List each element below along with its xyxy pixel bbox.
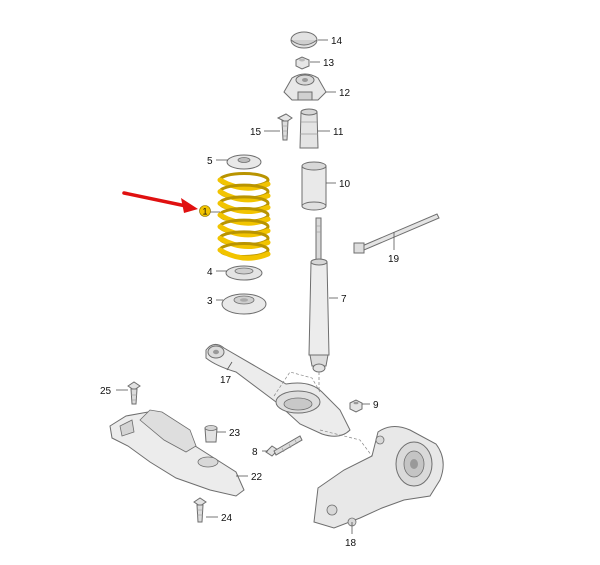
- callout-4: 4: [207, 267, 213, 278]
- part-11-bump-stop: [299, 108, 319, 149]
- callout-1: 1: [202, 207, 207, 217]
- part-24-bolt: [193, 497, 207, 523]
- part-10-dust-boot: [301, 161, 327, 211]
- callout-12: 12: [339, 88, 351, 99]
- spring-coil-front: [217, 235, 271, 249]
- callout-15: 15: [250, 127, 262, 138]
- callout-17: 17: [220, 375, 232, 386]
- spring-coil-front: [217, 212, 271, 226]
- callout-7: 7: [341, 294, 347, 305]
- part-13-nut: [295, 56, 310, 70]
- part-22-trailing-arm: [109, 409, 245, 497]
- spring-coil-front: [217, 224, 271, 238]
- part-15-bolt: [276, 113, 293, 141]
- spring-coil-front: [217, 189, 271, 203]
- part-3-lower-isolator: [221, 293, 267, 315]
- part-7-shock-absorber: [308, 217, 330, 430]
- part-14-cap: [290, 31, 318, 49]
- part-23-sleeve: [204, 425, 218, 443]
- part-12-top-mount: [283, 73, 327, 101]
- part-5-upper-spring-seat: [226, 154, 262, 170]
- callout-14: 14: [331, 36, 343, 47]
- callout-23: 23: [229, 428, 241, 439]
- callout-8: 8: [252, 447, 258, 458]
- callout-3: 3: [207, 296, 213, 307]
- callout-24: 24: [221, 513, 233, 524]
- callout-10: 10: [339, 179, 351, 190]
- callout-11: 11: [333, 127, 344, 138]
- spring-coil-front: [217, 247, 271, 261]
- part-17-lower-control-arm: [205, 344, 351, 437]
- part-4-lower-spring-seat: [225, 265, 263, 281]
- callout-18: 18: [345, 538, 357, 549]
- part-18-wheel-hub-carrier: [313, 426, 444, 529]
- part-19-cable-tie: [353, 213, 440, 254]
- spring-coil-front: [217, 177, 271, 191]
- part-25-bolt: [127, 381, 141, 405]
- callout-1-badge: 1: [199, 205, 211, 217]
- part-1-coil-spring: [217, 172, 271, 261]
- callout-5: 5: [207, 156, 213, 167]
- part-9-nut: [349, 399, 363, 413]
- spring-coil-front: [217, 200, 271, 214]
- callout-9: 9: [373, 400, 379, 411]
- callout-labels: 14 13 12 11 15 10 5 1 4 3 7 19 17 9 8 18…: [100, 36, 400, 549]
- callout-19: 19: [388, 254, 400, 265]
- part-8-bolt: [265, 435, 303, 457]
- callout-13: 13: [323, 58, 335, 69]
- callout-25: 25: [100, 386, 112, 397]
- leader-lines: [116, 39, 395, 534]
- callout-22: 22: [251, 472, 263, 483]
- red-pointer-arrow: [122, 191, 198, 213]
